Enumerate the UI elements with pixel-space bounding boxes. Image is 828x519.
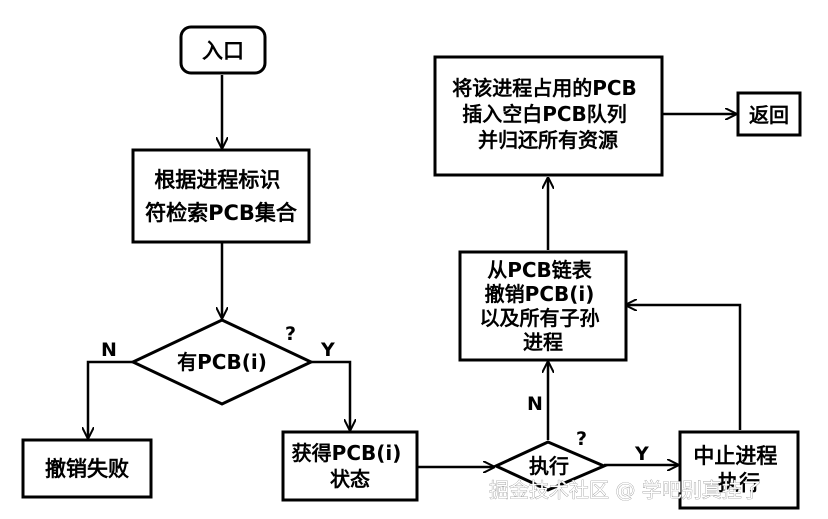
remove-line-1: 从PCB链表 (487, 258, 593, 282)
edge-label-has-no: N (101, 339, 117, 361)
fail-label: 撤销失败 (45, 457, 129, 481)
remove-line-4: 进程 (523, 330, 563, 354)
edge-label-exec-yes: Y (634, 443, 649, 465)
search-text: 根据进程标识 符检索PCB集合 (145, 168, 298, 225)
get-state-box (281, 430, 419, 502)
insert-line-3: 并归还所有资源 (478, 128, 618, 152)
watermark: 掘金技术社区 @ 学吧别真挂了 (489, 478, 762, 502)
remove-text: 从PCB链表 撤销PCB(i) 以及所有子孙 进程 (480, 258, 607, 354)
remove-box (458, 250, 628, 362)
entry-terminal (179, 25, 267, 75)
return-box (736, 91, 802, 137)
insert-text: 将该进程占用的PCB 插入空白PCB队列 并归还所有资源 (452, 76, 644, 152)
insert-line-1: 将该进程占用的PCB (452, 76, 637, 100)
get-state-line-2: 状态 (330, 467, 370, 491)
has-pcb-label: 有PCB(i) (177, 350, 267, 374)
edge-decision-no-to-fail (88, 360, 133, 438)
search-line-2: 符检索PCB集合 (145, 201, 298, 225)
insert-box (433, 55, 664, 177)
stop-text: 中止进程 执行 (693, 444, 784, 495)
executing-decision (492, 440, 608, 492)
remove-line-3: 以及所有子孙 (480, 306, 600, 330)
edge-label-has-yes: Y (320, 339, 335, 361)
entry-label: 入口 (202, 39, 244, 63)
search-line-1: 根据进程标识 (154, 168, 280, 192)
insert-line-2: 插入空白PCB队列 (462, 102, 627, 126)
stop-line-2: 执行 (718, 471, 760, 495)
has-pcb-question-mark: ? (285, 323, 296, 345)
executing-question-mark: ? (576, 428, 587, 450)
executing-label: 执行 (529, 454, 569, 478)
has-pcb-decision (129, 318, 315, 406)
stop-box (678, 430, 800, 510)
remove-line-2: 撤销PCB(i) (485, 282, 595, 306)
return-label: 返回 (749, 103, 789, 127)
edge-label-exec-no: N (527, 393, 543, 415)
search-box (131, 148, 311, 244)
get-state-line-1: 获得PCB(i) (292, 441, 402, 465)
fail-box (21, 438, 153, 499)
edge-stop-to-remove (626, 305, 742, 430)
edge-decision-yes-to-state (311, 360, 350, 430)
get-state-text: 获得PCB(i) 状态 (292, 441, 409, 491)
stop-line-1: 中止进程 (693, 444, 777, 468)
